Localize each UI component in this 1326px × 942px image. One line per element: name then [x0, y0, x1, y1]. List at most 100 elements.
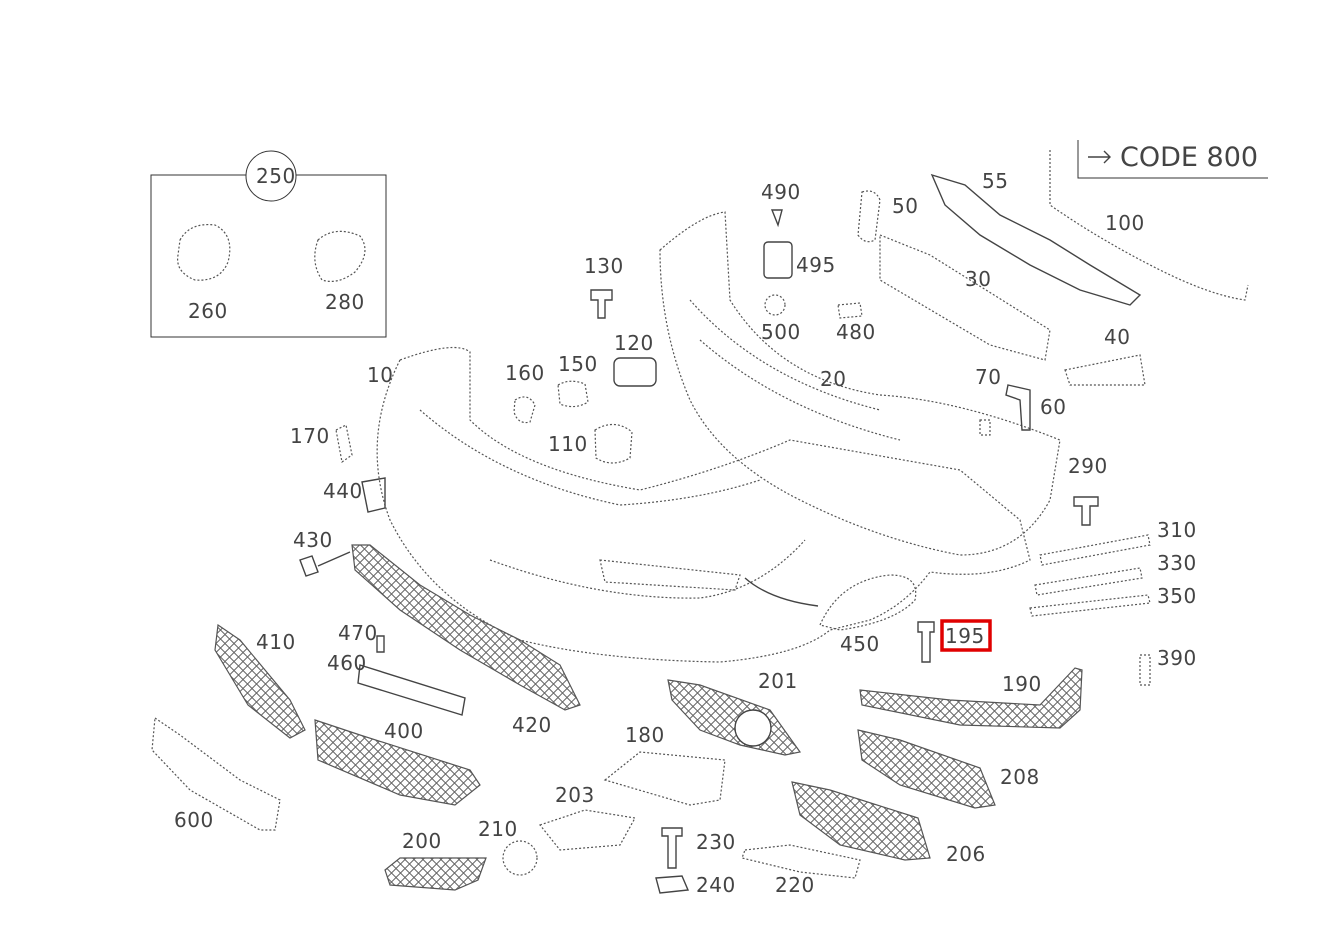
label-430[interactable]: 430	[293, 528, 333, 552]
absorber-ribs	[689, 299, 901, 441]
code-note-text: CODE 800	[1120, 142, 1258, 173]
label-495[interactable]: 495	[796, 253, 836, 277]
nut-240	[655, 875, 690, 894]
strip-220	[741, 844, 861, 879]
cap-210	[502, 840, 538, 876]
label-290[interactable]: 290	[1068, 454, 1108, 478]
label-480[interactable]: 480	[836, 320, 876, 344]
grille-208	[857, 729, 996, 809]
bumper-cover-10	[376, 346, 1031, 663]
label-55[interactable]: 55	[982, 169, 1008, 193]
clip-150	[557, 380, 589, 408]
label-160[interactable]: 160	[505, 361, 545, 385]
label-120[interactable]: 120	[614, 331, 654, 355]
label-220[interactable]: 220	[775, 873, 815, 897]
label-20[interactable]: 20	[820, 367, 846, 391]
screw-130	[590, 289, 613, 319]
label-240[interactable]: 240	[696, 873, 736, 897]
label-200[interactable]: 200	[402, 829, 442, 853]
label-50[interactable]: 50	[892, 194, 918, 218]
label-260[interactable]: 260	[188, 299, 228, 323]
label-190[interactable]: 190	[1002, 672, 1042, 696]
label-410[interactable]: 410	[256, 630, 296, 654]
screw-290	[1073, 496, 1099, 526]
inset-label: 250	[256, 164, 296, 188]
label-203[interactable]: 203	[555, 783, 595, 807]
part-40	[1064, 354, 1146, 386]
label-201[interactable]: 201	[758, 669, 798, 693]
label-180[interactable]: 180	[625, 723, 665, 747]
label-230[interactable]: 230	[696, 830, 736, 854]
trim-600	[151, 716, 281, 831]
bracket-110	[594, 423, 633, 464]
label-440[interactable]: 440	[323, 479, 363, 503]
screw-230	[661, 827, 683, 869]
label-600[interactable]: 600	[174, 808, 214, 832]
grille-190	[859, 667, 1083, 729]
label-350[interactable]: 350	[1157, 584, 1197, 608]
label-195[interactable]: 195	[945, 624, 985, 648]
label-100[interactable]: 100	[1105, 211, 1145, 235]
label-330[interactable]: 330	[1157, 551, 1197, 575]
label-500[interactable]: 500	[761, 320, 801, 344]
label-70[interactable]: 70	[975, 365, 1001, 389]
part-170	[335, 424, 353, 464]
pin-195	[917, 621, 935, 663]
position-labels: 10 20 30 40 50 55 60 70 100 110 120 130 …	[174, 169, 1197, 897]
code-note: CODE 800	[1077, 140, 1268, 179]
grille-200	[384, 857, 487, 891]
frame-203	[538, 809, 636, 851]
bumper-slot	[599, 559, 741, 591]
grille-400	[314, 719, 481, 806]
label-280[interactable]: 280	[325, 290, 365, 314]
bumper-lower-edge	[489, 539, 806, 599]
grille-206	[791, 781, 931, 861]
strip-330	[1034, 567, 1143, 596]
absorber-20	[659, 211, 1061, 556]
highlight-box-195[interactable]	[940, 619, 992, 652]
part-450-shape	[819, 574, 917, 631]
label-470[interactable]: 470	[338, 621, 378, 645]
part-50	[857, 190, 881, 243]
label-150[interactable]: 150	[558, 352, 598, 376]
label-450[interactable]: 450	[840, 632, 880, 656]
inset-box-250: 250	[150, 150, 387, 338]
clip-490	[770, 209, 783, 228]
cap-120	[613, 357, 657, 387]
label-460[interactable]: 460	[327, 651, 367, 675]
bracket-30	[879, 234, 1051, 361]
bumper-crease	[419, 409, 761, 506]
trim-460	[357, 664, 466, 716]
label-420[interactable]: 420	[512, 713, 552, 737]
foglamp-ring-201	[734, 709, 772, 747]
washer-500	[764, 294, 786, 316]
grille-410	[214, 623, 306, 739]
label-400[interactable]: 400	[384, 719, 424, 743]
clip-160	[513, 396, 536, 424]
label-40[interactable]: 40	[1104, 325, 1130, 349]
frame-180	[603, 751, 726, 806]
label-490[interactable]: 490	[761, 180, 801, 204]
label-10[interactable]: 10	[367, 363, 393, 387]
bracket-60	[1005, 384, 1031, 431]
label-170[interactable]: 170	[290, 424, 330, 448]
part-260-shape	[177, 223, 231, 281]
trim-100	[1049, 150, 1249, 301]
label-110[interactable]: 110	[548, 432, 588, 456]
label-130[interactable]: 130	[584, 254, 624, 278]
bumper-arrow	[744, 577, 819, 607]
label-210[interactable]: 210	[478, 817, 518, 841]
label-30[interactable]: 30	[965, 267, 991, 291]
pin-470	[376, 635, 385, 653]
clip-390	[1139, 654, 1151, 686]
label-208[interactable]: 208	[1000, 765, 1040, 789]
label-60[interactable]: 60	[1040, 395, 1066, 419]
label-206[interactable]: 206	[946, 842, 986, 866]
strip-350	[1029, 594, 1151, 617]
label-390[interactable]: 390	[1157, 646, 1197, 670]
label-310[interactable]: 310	[1157, 518, 1197, 542]
part-280-shape	[314, 230, 366, 282]
bracket-440	[361, 477, 386, 513]
